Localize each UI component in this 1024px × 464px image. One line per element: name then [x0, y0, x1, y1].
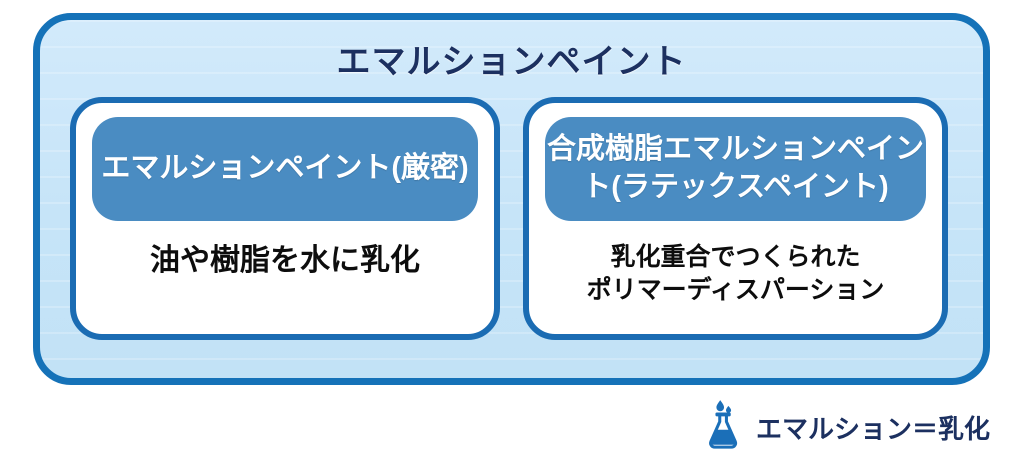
card-description-line: 油や樹脂を水に乳化	[150, 244, 420, 277]
card-description: 油や樹脂を水に乳化	[76, 241, 494, 280]
diagram-title: エマルションペイント	[336, 43, 687, 81]
card-description-line: 乳化重合でつくられた	[610, 243, 861, 271]
card-header-label-line: 合成樹脂エマルションペイン	[546, 133, 924, 166]
card-header-label: エマルションペイント(厳密)	[101, 152, 469, 185]
legend: エマルション＝乳化	[704, 398, 990, 450]
card-header-label-line: ト(ラテックスペイント)	[582, 171, 889, 203]
flask-icon	[704, 398, 746, 450]
card-synthetic-resin-emulsion-paint: 合成樹脂エマルションペイン ト(ラテックスペイント) 乳化重合でつくられた ポリ…	[523, 97, 948, 340]
card-emulsion-paint-strict: エマルションペイント(厳密) 油や樹脂を水に乳化	[70, 97, 500, 340]
card-header-pill: 合成樹脂エマルションペイン ト(ラテックスペイント)	[545, 117, 926, 221]
card-header-pill: エマルションペイント(厳密)	[92, 117, 478, 221]
card-description-line: ポリマーディスパーション	[586, 275, 885, 304]
card-description: 乳化重合でつくられた ポリマーディスパーション	[529, 241, 942, 306]
emulsion-paint-outer-box: エマルションペイント エマルションペイント(厳密) 油や樹脂を水に乳化 合成樹脂…	[33, 13, 990, 385]
legend-label: エマルション＝乳化	[755, 414, 990, 444]
